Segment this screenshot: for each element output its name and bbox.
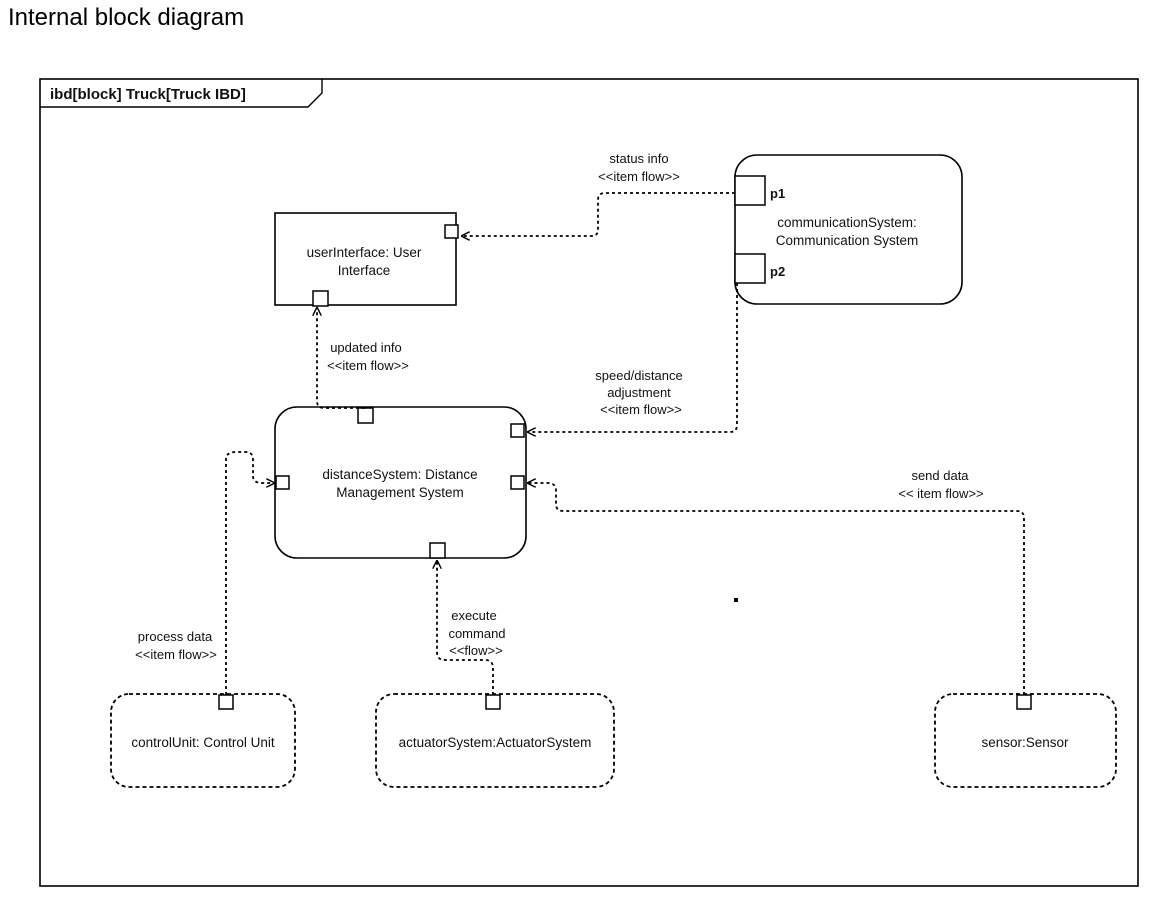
speed-distance-text: speed/distance <box>595 368 682 383</box>
distance-system-port-right-upper <box>510 423 525 438</box>
process-data-text: process data <box>138 629 213 644</box>
distance-system-label-1: distanceSystem: Distance <box>322 467 477 482</box>
distance-system-port-left <box>275 475 290 490</box>
port-p1 <box>734 175 766 206</box>
status-info-text: status info <box>609 151 668 166</box>
user-interface-label-2: Interface <box>338 263 391 278</box>
user-interface-port-bottom <box>312 290 329 307</box>
frame-label: ibd[block] Truck[Truck IBD] <box>50 86 246 103</box>
speed-distance-text-2: adjustment <box>607 385 671 400</box>
actuator-system-block[interactable]: actuatorSystem:ActuatorSystem <box>375 693 615 788</box>
communication-system-block[interactable]: p1 p2 communicationSystem: Communication… <box>734 154 963 305</box>
updated-info-text: updated info <box>330 340 402 355</box>
communication-system-label-1: communicationSystem: <box>777 215 917 230</box>
communication-system-label-2: Communication System <box>776 233 919 248</box>
stray-dot <box>734 598 738 602</box>
distance-system-label-2: Management System <box>336 485 464 500</box>
page-title: Internal block diagram <box>8 4 245 31</box>
user-interface-block[interactable]: userInterface: User Interface <box>274 212 459 307</box>
send-data-text: send data <box>911 468 969 483</box>
port-p1-label: p1 <box>770 186 785 201</box>
control-unit-port <box>218 694 234 710</box>
speed-distance-stereotype: <<item flow>> <box>600 402 682 417</box>
send-data-stereotype: << item flow>> <box>898 486 983 501</box>
speed-distance-flow-label: speed/distance adjustment <<item flow>> <box>595 368 682 417</box>
execute-command-stereotype: <<flow>> <box>449 643 503 658</box>
user-interface-port-right <box>444 224 459 239</box>
actuator-system-label: actuatorSystem:ActuatorSystem <box>399 735 592 750</box>
distance-system-port-top <box>357 407 374 424</box>
actuator-system-port <box>485 694 501 710</box>
distance-system-block[interactable]: distanceSystem: Distance Management Syst… <box>274 406 527 559</box>
status-info-flow-label: status info <<item flow>> <box>598 151 680 184</box>
process-data-connector <box>225 451 274 695</box>
updated-info-stereotype: <<item flow>> <box>327 358 409 373</box>
execute-command-flow-label: execute command <<flow>> <box>448 608 505 658</box>
updated-info-flow-label: updated info <<item flow>> <box>327 340 409 373</box>
sensor-block[interactable]: sensor:Sensor <box>934 693 1117 788</box>
status-info-connector <box>462 192 735 236</box>
send-data-connector <box>528 483 1025 695</box>
control-unit-block[interactable]: controlUnit: Control Unit <box>110 693 296 788</box>
sensor-label: sensor:Sensor <box>981 735 1069 750</box>
port-p2 <box>734 253 766 284</box>
distance-system-port-right-lower <box>510 475 525 490</box>
distance-system-port-bottom <box>429 542 446 559</box>
user-interface-label-1: userInterface: User <box>307 245 422 260</box>
send-data-flow-label: send data << item flow>> <box>898 468 983 501</box>
diagram-frame: ibd[block] Truck[Truck IBD] <box>39 78 1139 887</box>
process-data-stereotype: <<item flow>> <box>135 647 217 662</box>
status-info-stereotype: <<item flow>> <box>598 169 680 184</box>
execute-command-text-2: command <box>448 626 505 641</box>
port-p2-label: p2 <box>770 264 785 279</box>
process-data-flow-label: process data <<item flow>> <box>135 629 217 662</box>
control-unit-label: controlUnit: Control Unit <box>131 735 275 750</box>
execute-command-text: execute <box>451 608 497 623</box>
sensor-port <box>1016 694 1032 710</box>
